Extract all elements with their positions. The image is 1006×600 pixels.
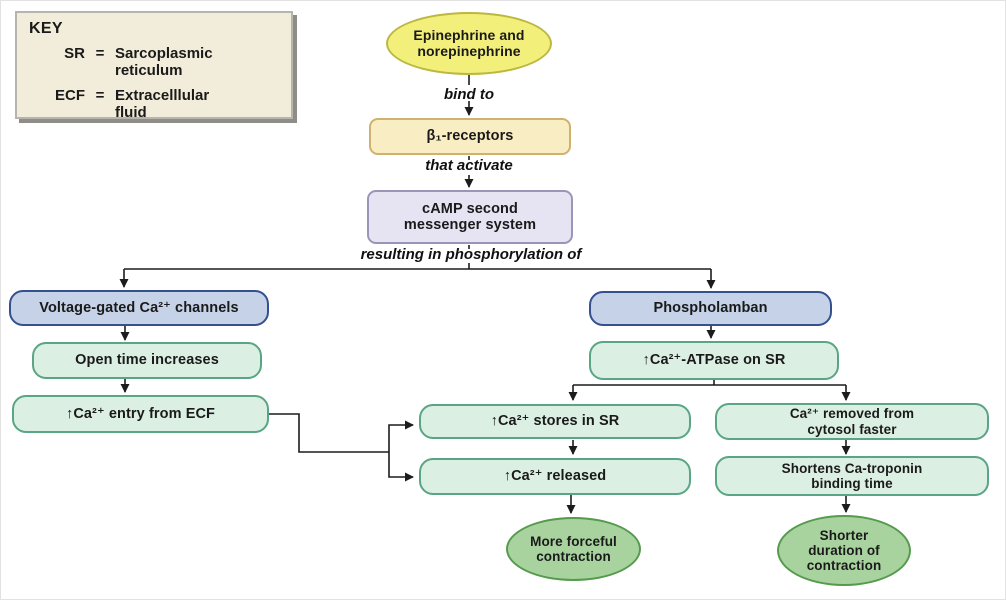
node-shorter-duration-contraction: Shorter duration of contraction [777, 515, 911, 586]
node-ca-entry-from-ecf: ↑Ca²⁺ entry from ECF [12, 395, 269, 433]
key-entry-ecf: ECF = Extracelllular fluid [29, 87, 281, 122]
node-ca-atpase-on-sr: ↑Ca²⁺-ATPase on SR [589, 341, 839, 380]
node-camp-second-messenger: cAMP second messenger system [367, 190, 573, 244]
key-abbr-sr: SR [64, 45, 85, 62]
node-ca-removed-from-cytosol: Ca²⁺ removed from cytosol faster [715, 403, 989, 440]
node-ca-stores-in-sr: ↑Ca²⁺ stores in SR [419, 404, 691, 439]
key-def-sr: Sarcoplasmic reticulum [115, 45, 213, 80]
node-open-time-increases: Open time increases [32, 342, 262, 379]
node-beta1-receptors: β₁-receptors [369, 118, 571, 155]
key-title: KEY [29, 20, 63, 37]
edge-label-that-activate: that activate [425, 157, 513, 174]
node-shortens-ca-troponin-binding: Shortens Ca-troponin binding time [715, 456, 989, 496]
node-voltage-gated-ca-channels: Voltage-gated Ca²⁺ channels [9, 290, 269, 326]
node-ca-released: ↑Ca²⁺ released [419, 458, 691, 495]
key-panel: KEY SR = Sarcoplasmic reticulum ECF = Ex… [15, 11, 293, 122]
key-equals: = [95, 86, 105, 104]
key-equals: = [95, 45, 105, 62]
node-phospholamban: Phospholamban [589, 291, 832, 326]
key-entry-sr: SR = Sarcoplasmic reticulum [29, 45, 281, 80]
node-epinephrine-norepinephrine: Epinephrine and norepinephrine [386, 12, 552, 75]
edge-label-resulting-phosphorylation: resulting in phosphorylation of [360, 246, 582, 263]
key-def-ecf: Extracelllular fluid [115, 86, 210, 121]
key-abbr-ecf: ECF [55, 86, 85, 104]
node-more-forceful-contraction: More forceful contraction [506, 517, 641, 581]
edge-label-bind-to: bind to [444, 86, 494, 103]
